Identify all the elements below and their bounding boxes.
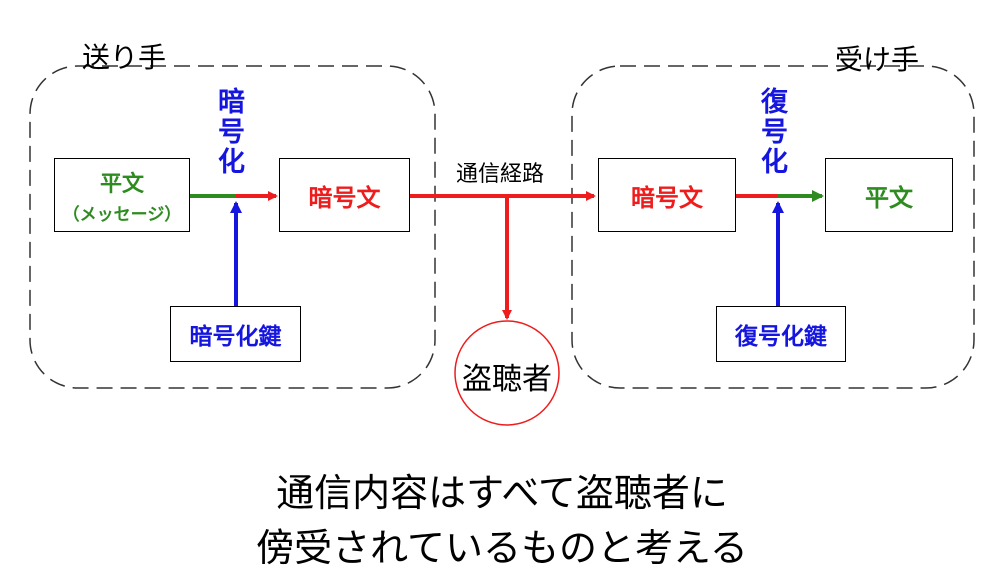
- plaintext-box-right: 平文: [825, 158, 953, 232]
- ciphertext-right-label: 暗号文: [631, 183, 703, 212]
- ciphertext-left-label: 暗号文: [308, 183, 381, 212]
- decryption-label-char-3: 化: [761, 147, 788, 178]
- encryption-key-box: 暗号化鍵: [170, 306, 301, 362]
- plaintext-left-label: 平文: [99, 171, 144, 197]
- ciphertext-box-right: 暗号文: [598, 158, 736, 232]
- eavesdropper-circle: [454, 320, 560, 426]
- sender-title: 送り手: [82, 41, 167, 74]
- sender-group-border: [29, 65, 436, 389]
- plaintext-left-sublabel: （メッセージ）: [62, 204, 182, 225]
- decryption-label-char-1: 復: [761, 87, 788, 118]
- decryption-label: 復 号 化: [761, 88, 788, 178]
- receiver-group-border: [571, 65, 975, 389]
- ciphertext-box-left: 暗号文: [279, 158, 410, 232]
- encryption-label-char-3: 化: [218, 147, 245, 178]
- encryption-label: 暗 号 化: [218, 88, 245, 178]
- caption-line-1: 通信内容はすべて盗聴者に: [276, 471, 728, 515]
- receiver-title: 受け手: [835, 43, 920, 76]
- plaintext-box-left: 平文 （メッセージ）: [54, 158, 190, 232]
- encryption-label-char-2: 号: [218, 117, 245, 148]
- encryption-label-char-1: 暗: [218, 87, 245, 118]
- decryption-label-char-2: 号: [761, 117, 788, 148]
- decryption-key-box: 復号化鍵: [716, 306, 846, 362]
- decryption-key-label: 復号化鍵: [735, 324, 827, 350]
- caption-line-2: 傍受されているものと考える: [256, 526, 748, 570]
- eavesdropper-label: 盗聴者: [462, 362, 552, 397]
- encryption-key-label: 暗号化鍵: [189, 324, 282, 350]
- channel-label: 通信経路: [456, 162, 545, 187]
- plaintext-right-label: 平文: [865, 183, 913, 212]
